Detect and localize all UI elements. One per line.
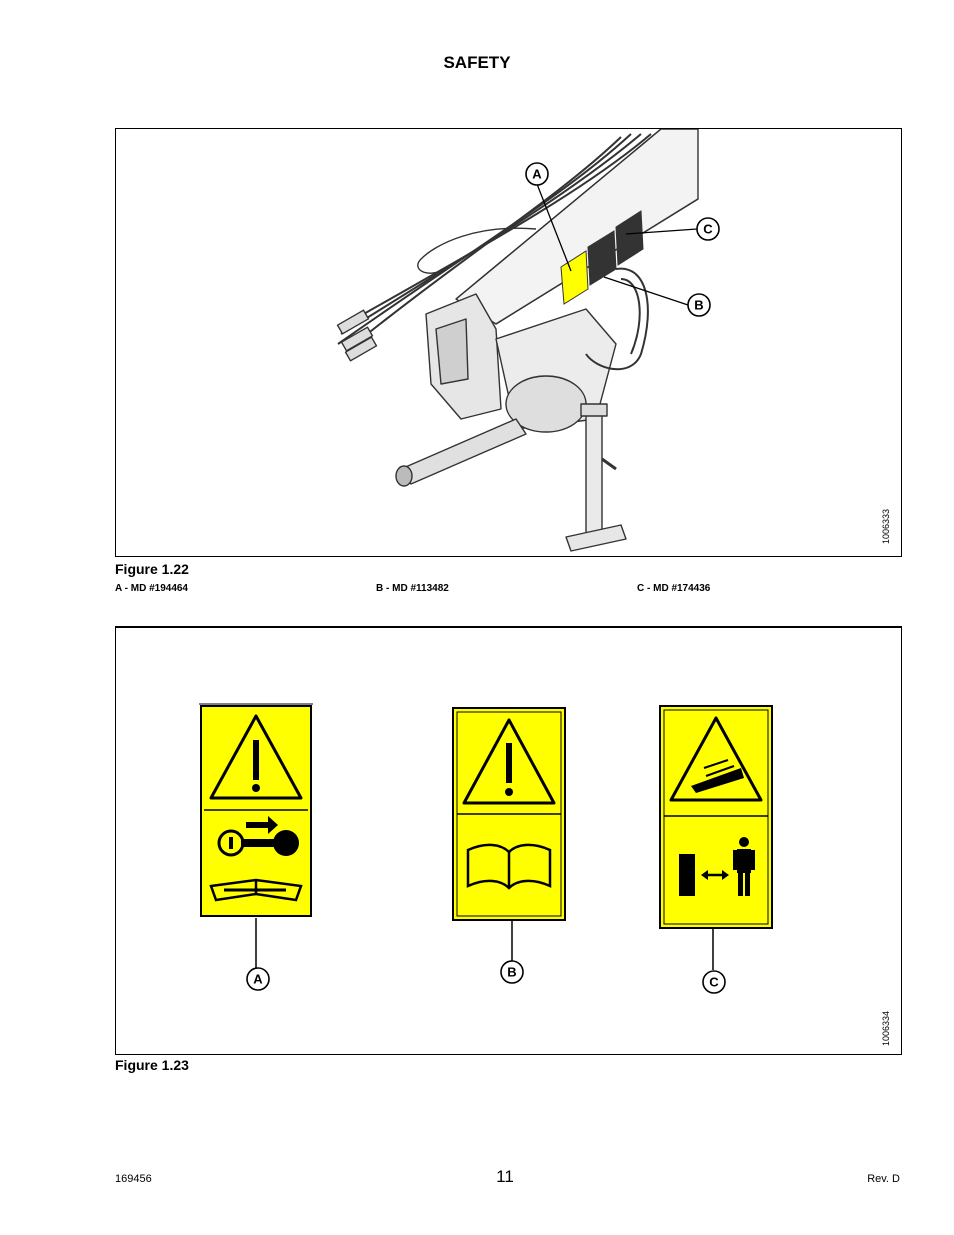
figure-1-23-caption: Figure 1.23 [115, 1057, 189, 1073]
svg-text:A: A [253, 972, 263, 987]
svg-text:A: A [532, 167, 542, 182]
hitch-illustration: A C B [336, 129, 720, 552]
legend-item-b: B - MD #113482 [376, 583, 449, 594]
svg-text:B: B [694, 298, 703, 313]
manual-wrench-icon [209, 878, 303, 902]
callout-a: A [525, 162, 549, 186]
warning-triangle-icon [462, 718, 556, 805]
svg-text:C: C [703, 222, 713, 237]
keep-away-icon [679, 837, 755, 896]
decal-a [199, 703, 313, 917]
decal-b-on-boom [587, 230, 617, 286]
svg-text:C: C [709, 975, 719, 990]
entanglement-warning-icon [669, 716, 763, 802]
legend-item-c: C - MD #174436 [637, 583, 711, 594]
figure-1-22-caption: Figure 1.22 [115, 561, 189, 577]
manual-book-icon [466, 843, 552, 890]
decal-callout-c: C [702, 970, 726, 994]
decal-c-on-boom [615, 210, 644, 266]
footer-doc-number: 169456 [115, 1173, 152, 1185]
decal-callout-b: B [500, 960, 524, 984]
footer-page-number: 11 [496, 1167, 514, 1186]
figure-ref-number: 1006333 [881, 508, 891, 544]
decal-c [659, 705, 773, 929]
svg-text:B: B [507, 965, 516, 980]
decal-callout-a: A [246, 967, 270, 991]
figure-1-22-frame: A C B 1006333 [115, 128, 902, 557]
key-icon [217, 816, 299, 857]
callout-c: C [696, 217, 720, 241]
callout-b: B [687, 293, 711, 317]
figure-1-23-frame: A B [115, 626, 902, 1055]
footer-revision: Rev. D [867, 1173, 900, 1185]
warning-triangle-icon [209, 714, 303, 800]
decals-illustration: A B [199, 703, 773, 994]
page-header-title: SAFETY [443, 53, 511, 72]
legend-item-a: A - MD #194464 [115, 583, 188, 594]
decal-b [452, 707, 566, 921]
figure-ref-number: 1006334 [881, 1010, 891, 1046]
